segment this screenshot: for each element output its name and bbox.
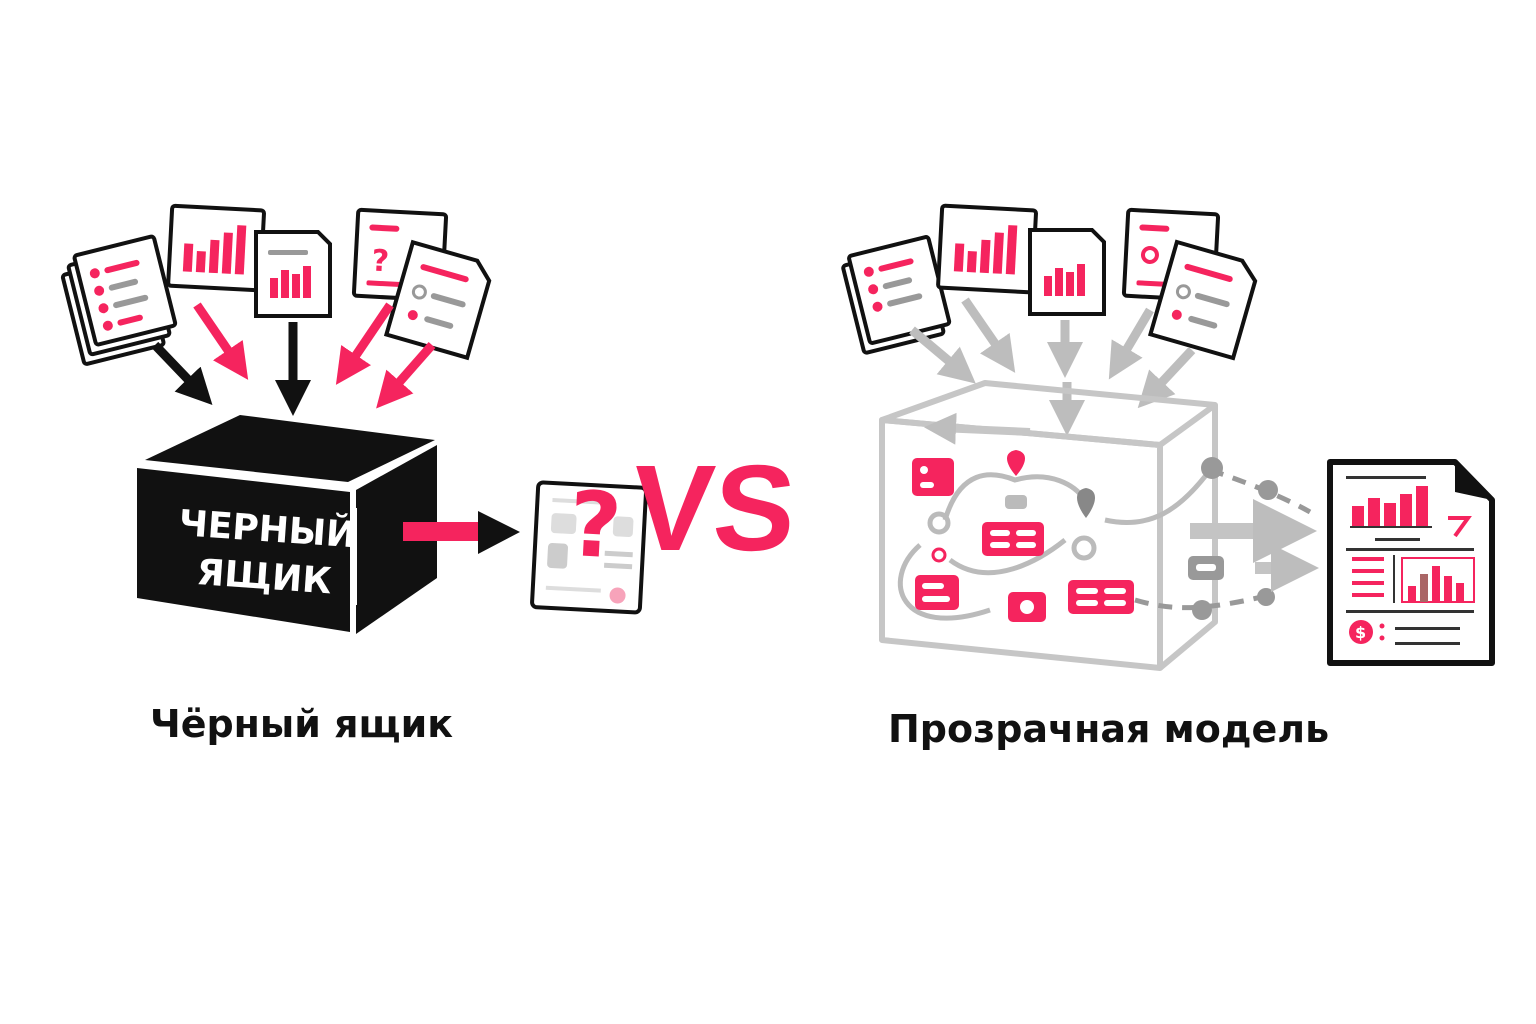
transparent-model-section: $ Прозрачная модель [841, 203, 1495, 751]
process-flow [897, 450, 1312, 622]
input-document-chart [254, 230, 332, 318]
vs-label: VS [628, 439, 800, 576]
svg-text:$: $ [1355, 623, 1366, 642]
transparent-model-caption: Прозрачная модель [888, 707, 1329, 751]
input-document-bar-chart [936, 203, 1038, 295]
input-document-chart [1028, 228, 1106, 316]
unclear-output-document: ? [530, 472, 648, 615]
input-document-stack [60, 234, 178, 366]
report-document-icon: $ [1327, 459, 1495, 666]
question-mark-icon: ? [566, 472, 624, 580]
input-document-list [383, 239, 492, 361]
black-box-section: ? ЧЕРНЫЙ ЯЩИК [60, 203, 648, 746]
input-arrows [151, 302, 436, 416]
input-document-stack [841, 235, 952, 355]
black-box: ЧЕРНЫЙ ЯЩИК [137, 415, 438, 634]
location-pin-icon [1007, 450, 1025, 476]
black-box-caption: Чёрный ящик [150, 702, 453, 746]
output-arrow [403, 511, 520, 554]
svg-text:?: ? [371, 244, 390, 280]
box-label-line2: ЯЩИК [195, 552, 333, 602]
dollar-icon [1349, 620, 1373, 644]
input-arrows [909, 297, 1196, 436]
input-document-list [1147, 239, 1258, 361]
output-arrows [1190, 499, 1319, 592]
input-document-bar-chart [166, 203, 266, 293]
location-pin-icon [1077, 488, 1095, 518]
